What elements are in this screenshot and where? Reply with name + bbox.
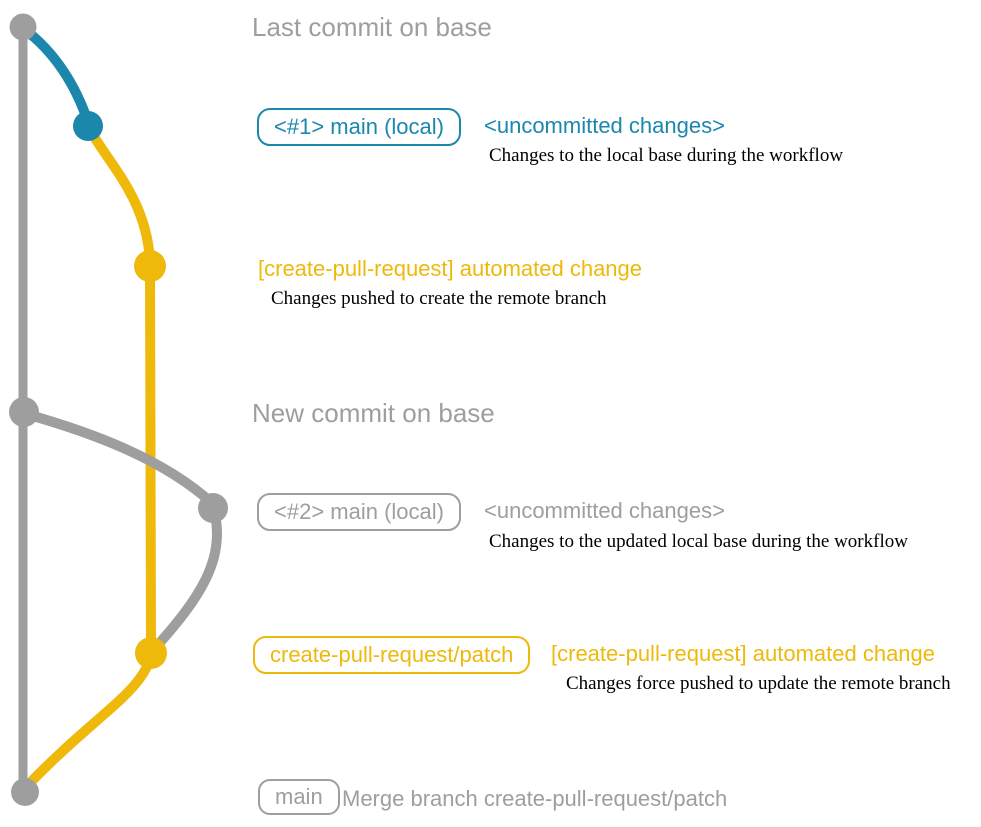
patch-merge-curve <box>22 650 156 791</box>
title-merge-branch: Merge branch create-pull-request/patch <box>342 786 728 811</box>
commit-dot-local-2 <box>198 493 228 523</box>
title-automated-change-2: [create-pull-request] automated change <box>551 641 936 666</box>
commit-graph <box>9 13 228 806</box>
commit-dot-patch-1 <box>134 250 166 282</box>
title-uncommitted-changes-2: <uncommitted changes> <box>484 498 725 523</box>
commit-dot-base-new <box>9 397 39 427</box>
rebase-out-curve <box>21 409 217 508</box>
branch-badge-main: main <box>258 779 340 815</box>
commit-dot-patch-2 <box>135 637 167 669</box>
caption-local-base-changes: Changes to the local base during the wor… <box>489 145 844 166</box>
label-new-commit-on-base: New commit on base <box>252 398 495 428</box>
branch-badge-main-local-2: <#2> main (local) <box>257 493 461 531</box>
title-automated-change-1: [create-pull-request] automated change <box>258 256 643 281</box>
branch-badge-create-pull-request-patch: create-pull-request/patch <box>253 636 531 674</box>
rebase-back-curve <box>151 506 223 652</box>
caption-force-push-update-remote: Changes force pushed to update the remot… <box>566 673 951 694</box>
patch-branch-top-curve <box>85 125 155 267</box>
branch-badge-main-local-1: <#1> main (local) <box>257 108 461 146</box>
commit-dot-merge <box>11 778 39 806</box>
label-last-commit-on-base: Last commit on base <box>252 12 492 42</box>
commit-dot-base-tip <box>9 13 37 41</box>
title-uncommitted-changes-1: <uncommitted changes> <box>484 113 725 138</box>
commit-dot-local-1 <box>73 111 103 141</box>
caption-push-create-remote: Changes pushed to create the remote bran… <box>271 288 607 309</box>
local-main-branch-curve <box>19 24 93 127</box>
caption-updated-local-base-changes: Changes to the updated local base during… <box>489 531 908 552</box>
